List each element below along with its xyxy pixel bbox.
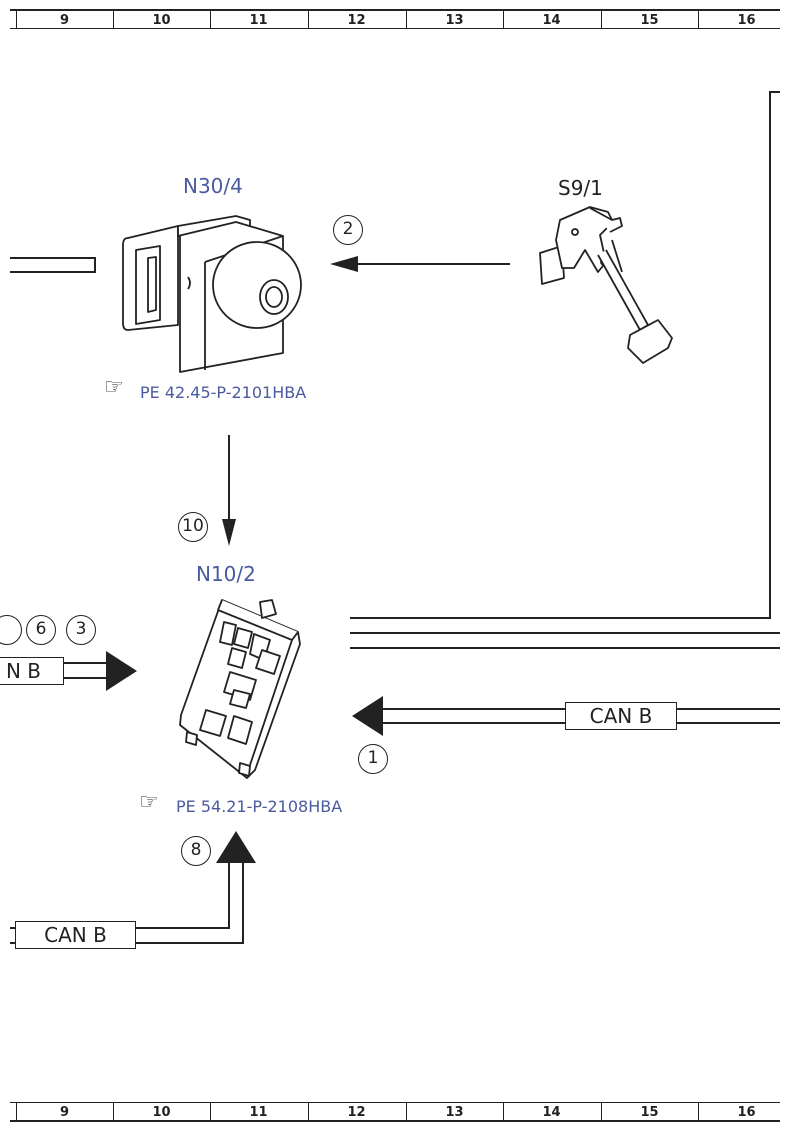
can-bus-label-left: N B	[0, 657, 64, 685]
ruler-col-10: 10	[152, 1105, 171, 1120]
ruler-col-11: 11	[249, 1105, 268, 1120]
ruler-col-13: 13	[445, 13, 464, 28]
signal-number-8: 8	[181, 836, 211, 866]
component-label-s9-1: S9/1	[558, 176, 603, 200]
component-label-n10-2: N10/2	[196, 562, 256, 586]
ruler-col-12: 12	[347, 1105, 366, 1120]
ruler-col-11: 11	[249, 13, 268, 28]
pointing-hand-icon: ☞	[104, 375, 124, 400]
ruler-tick	[601, 11, 602, 28]
can-line-bottom-inner	[135, 862, 230, 929]
signal-number-6: 6	[26, 615, 56, 645]
ruler-tick	[308, 1103, 309, 1120]
signal-number-2: 2	[333, 215, 363, 245]
column-ruler-top: 9 10 11 12 13 14 15 16	[10, 9, 780, 29]
ruler-tick	[16, 11, 17, 28]
ruler-col-16: 16	[737, 1105, 756, 1120]
ruler-tick	[210, 1103, 211, 1120]
ruler-tick	[601, 1103, 602, 1120]
connection-stub-left	[10, 257, 96, 273]
ruler-tick	[406, 1103, 407, 1120]
ruler-col-10: 10	[152, 13, 171, 28]
ruler-tick	[698, 1103, 699, 1120]
ruler-col-15: 15	[640, 1105, 659, 1120]
arrowhead-can-right	[352, 696, 383, 736]
signal-number-1: 1	[358, 744, 388, 774]
ruler-tick	[503, 11, 504, 28]
ruler-tick	[16, 1103, 17, 1120]
ruler-tick	[503, 1103, 504, 1120]
ruler-col-13: 13	[445, 1105, 464, 1120]
ruler-tick	[210, 11, 211, 28]
arrowhead-can-bottom	[216, 831, 256, 863]
arrowhead-can-left	[106, 651, 137, 691]
ruler-col-12: 12	[347, 13, 366, 28]
column-ruler-bottom: 9 10 11 12 13 14 15 16	[10, 1102, 780, 1122]
ruler-col-9: 9	[59, 13, 70, 28]
ruler-tick	[308, 11, 309, 28]
ruler-tick	[406, 11, 407, 28]
can-line-bottom-outer	[135, 862, 244, 944]
arrowhead-signal-10	[222, 519, 236, 546]
can-bus-label-bottom: CAN B	[15, 921, 136, 949]
ruler-tick	[113, 11, 114, 28]
signal-number-10: 10	[178, 512, 208, 542]
connection-line-right-vertical	[350, 91, 780, 619]
ruler-col-9: 9	[59, 1105, 70, 1120]
pointing-hand-icon: ☞	[139, 790, 159, 815]
ruler-tick	[698, 11, 699, 28]
reference-link-n30-4[interactable]: PE 42.45-P-2101HBA	[140, 383, 307, 402]
arrowhead-signal-2	[330, 256, 358, 272]
signal-number-3: 3	[66, 615, 96, 645]
can-bus-label-right: CAN B	[565, 702, 677, 730]
ruler-tick	[113, 1103, 114, 1120]
s9-1-drawing	[539, 206, 673, 364]
n30-4-drawing	[122, 215, 302, 373]
component-label-n30-4: N30/4	[183, 174, 243, 198]
n10-2-drawing	[179, 599, 301, 779]
reference-link-n10-2[interactable]: PE 54.21-P-2108HBA	[176, 797, 343, 816]
ruler-col-14: 14	[542, 13, 561, 28]
ruler-col-15: 15	[640, 13, 659, 28]
ruler-col-16: 16	[737, 13, 756, 28]
ruler-col-14: 14	[542, 1105, 561, 1120]
